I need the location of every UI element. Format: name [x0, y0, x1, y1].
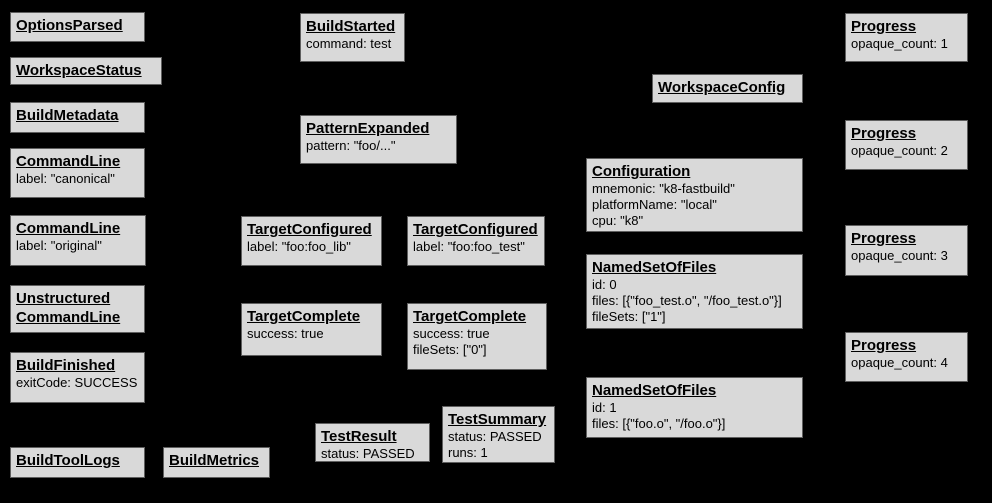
event-field: label: "original" — [16, 238, 102, 253]
event-title: Progress — [851, 18, 917, 35]
event-box-progress-4: Progress opaque_count: 4 — [845, 332, 968, 382]
event-field: command: test — [306, 36, 392, 51]
event-title: TargetComplete — [247, 308, 361, 325]
event-box-command-line-original: CommandLine label: "original" — [10, 215, 146, 266]
event-box-configuration: Configuration mnemonic: "k8-fastbuild" p… — [586, 158, 803, 232]
event-field: success: true — [413, 326, 490, 341]
event-box-progress-3: Progress opaque_count: 3 — [845, 225, 968, 276]
event-field: id: 0 — [592, 277, 617, 292]
event-field: files: [{"foo.o", "/foo.o"}] — [592, 416, 726, 431]
event-box-build-finished: BuildFinished exitCode: SUCCESS — [10, 352, 145, 403]
event-field: opaque_count: 1 — [851, 36, 948, 51]
event-field: files: [{"foo_test.o", "/foo_test.o"}] — [592, 293, 782, 308]
event-title: Progress — [851, 337, 917, 354]
event-box-target-complete-lib: TargetComplete success: true — [241, 303, 382, 356]
event-field: cpu: "k8" — [592, 213, 644, 228]
event-title: CommandLine — [16, 220, 121, 237]
event-field: status: PASSED — [321, 446, 415, 461]
event-box-test-result: TestResult status: PASSED — [315, 423, 430, 462]
event-box-target-complete-test: TargetComplete success: true fileSets: [… — [407, 303, 547, 370]
event-box-command-line-canonical: CommandLine label: "canonical" — [10, 148, 145, 198]
event-field: opaque_count: 3 — [851, 248, 948, 263]
event-field: opaque_count: 4 — [851, 355, 948, 370]
event-box-unstructured-command-line: Unstructured CommandLine — [10, 285, 145, 333]
event-title: TestSummary — [448, 411, 547, 428]
event-box-named-set-of-files-0: NamedSetOfFiles id: 0 files: [{"foo_test… — [586, 254, 803, 329]
event-box-build-metadata: BuildMetadata — [10, 102, 145, 133]
event-field: exitCode: SUCCESS — [16, 375, 138, 390]
event-box-options-parsed: OptionsParsed — [10, 12, 145, 42]
event-title: Progress — [851, 125, 917, 142]
event-title: BuildToolLogs — [16, 452, 120, 469]
event-field: label: "canonical" — [16, 171, 115, 186]
event-title: CommandLine — [16, 153, 121, 170]
event-title: OptionsParsed — [16, 17, 123, 34]
event-title: TestResult — [321, 428, 397, 445]
event-title: WorkspaceStatus — [16, 62, 142, 79]
event-field: mnemonic: "k8-fastbuild" — [592, 181, 735, 196]
event-title: NamedSetOfFiles — [592, 259, 717, 276]
event-title: TargetConfigured — [413, 221, 538, 238]
event-title: WorkspaceConfig — [658, 79, 786, 96]
event-box-named-set-of-files-1: NamedSetOfFiles id: 1 files: [{"foo.o", … — [586, 377, 803, 438]
event-title: BuildStarted — [306, 18, 396, 35]
event-box-progress-2: Progress opaque_count: 2 — [845, 120, 968, 170]
event-title: NamedSetOfFiles — [592, 382, 717, 399]
event-field: status: PASSED — [448, 429, 542, 444]
event-title: TargetComplete — [413, 308, 527, 325]
event-box-workspace-status: WorkspaceStatus — [10, 57, 162, 85]
event-field: label: "foo:foo_lib" — [247, 239, 351, 254]
event-box-build-started: BuildStarted command: test — [300, 13, 405, 62]
event-title: BuildMetrics — [169, 452, 260, 469]
event-field: platformName: "local" — [592, 197, 717, 212]
event-box-build-tool-logs: BuildToolLogs — [10, 447, 145, 478]
event-title: BuildFinished — [16, 357, 116, 374]
event-box-target-configured-lib: TargetConfigured label: "foo:foo_lib" — [241, 216, 382, 266]
event-box-test-summary: TestSummary status: PASSED runs: 1 — [442, 406, 555, 463]
event-field: fileSets: ["1"] — [592, 309, 666, 324]
event-field: success: true — [247, 326, 324, 341]
event-box-target-configured-test: TargetConfigured label: "foo:foo_test" — [407, 216, 545, 266]
event-field: fileSets: ["0"] — [413, 342, 487, 357]
event-box-pattern-expanded: PatternExpanded pattern: "foo/..." — [300, 115, 457, 164]
event-box-workspace-config: WorkspaceConfig — [652, 74, 803, 103]
event-title: Progress — [851, 230, 917, 247]
event-field: label: "foo:foo_test" — [413, 239, 525, 254]
event-title: TargetConfigured — [247, 221, 372, 238]
event-field: pattern: "foo/..." — [306, 138, 396, 153]
event-title: BuildMetadata — [16, 107, 119, 124]
event-field: runs: 1 — [448, 445, 488, 460]
event-field: opaque_count: 2 — [851, 143, 948, 158]
event-title: Configuration — [592, 163, 691, 180]
event-box-build-metrics: BuildMetrics — [163, 447, 270, 478]
event-field: id: 1 — [592, 400, 617, 415]
event-box-progress-1: Progress opaque_count: 1 — [845, 13, 968, 62]
event-title: PatternExpanded — [306, 120, 430, 137]
event-title: Unstructured CommandLine — [16, 290, 121, 326]
